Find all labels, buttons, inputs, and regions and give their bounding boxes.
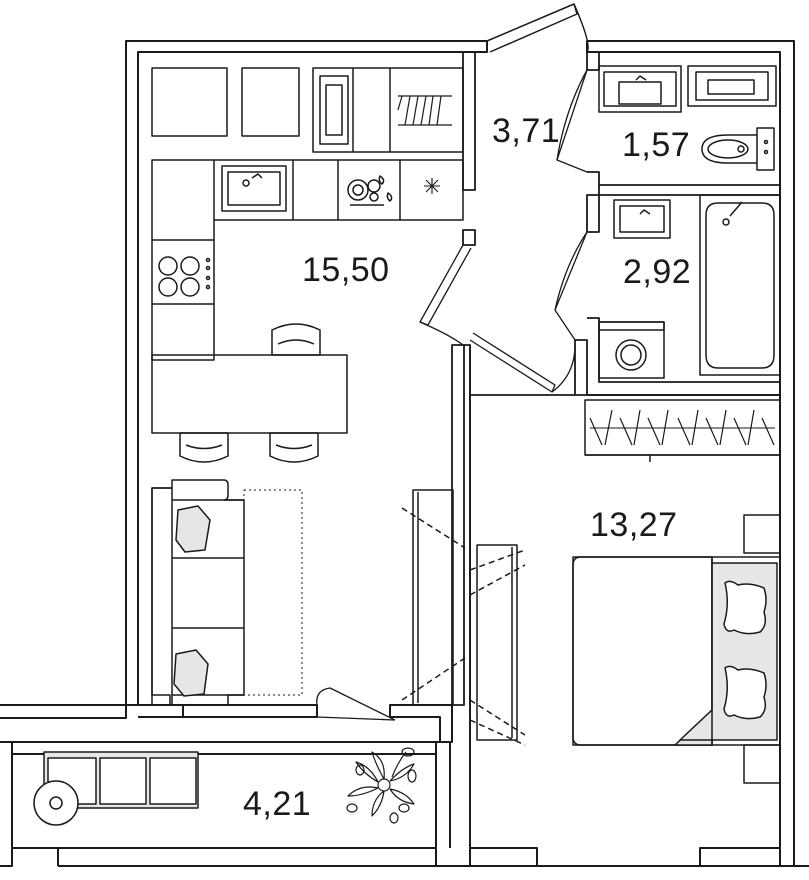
sink-icon [613, 199, 671, 239]
room-area-balcony: 4,21 [243, 785, 311, 823]
dining-table [151, 354, 348, 434]
room-area-toilet: 1,57 [622, 126, 690, 164]
entrance-door [486, 3, 589, 53]
bed-icon [572, 514, 781, 784]
chair-icon [179, 323, 321, 463]
washing-machine-icon [598, 321, 665, 379]
room-area-bathroom: 2,92 [623, 253, 691, 291]
sofa-icon [151, 479, 303, 706]
wardrobe [584, 399, 781, 462]
tv-unit [401, 489, 466, 706]
room-area-bedroom: 13,27 [590, 506, 678, 544]
toilet-room [598, 65, 777, 113]
fridge-icon [424, 178, 440, 194]
bedroom-tv-unit [469, 544, 526, 746]
doors [316, 69, 588, 721]
bathtub-icon [699, 194, 781, 376]
room-area-kitchen-living: 15,50 [302, 251, 390, 289]
dishwasher-icon [347, 175, 393, 206]
radiator-icon [397, 95, 452, 126]
plant-icon [346, 747, 417, 824]
stove-icon [158, 256, 211, 297]
kitchen-windows [151, 67, 464, 153]
sink-icon [221, 165, 287, 212]
toilet-icon [701, 127, 775, 171]
interior-walls [451, 51, 780, 866]
room-area-hall: 3,71 [492, 112, 560, 150]
balcony-sofa [33, 751, 199, 826]
